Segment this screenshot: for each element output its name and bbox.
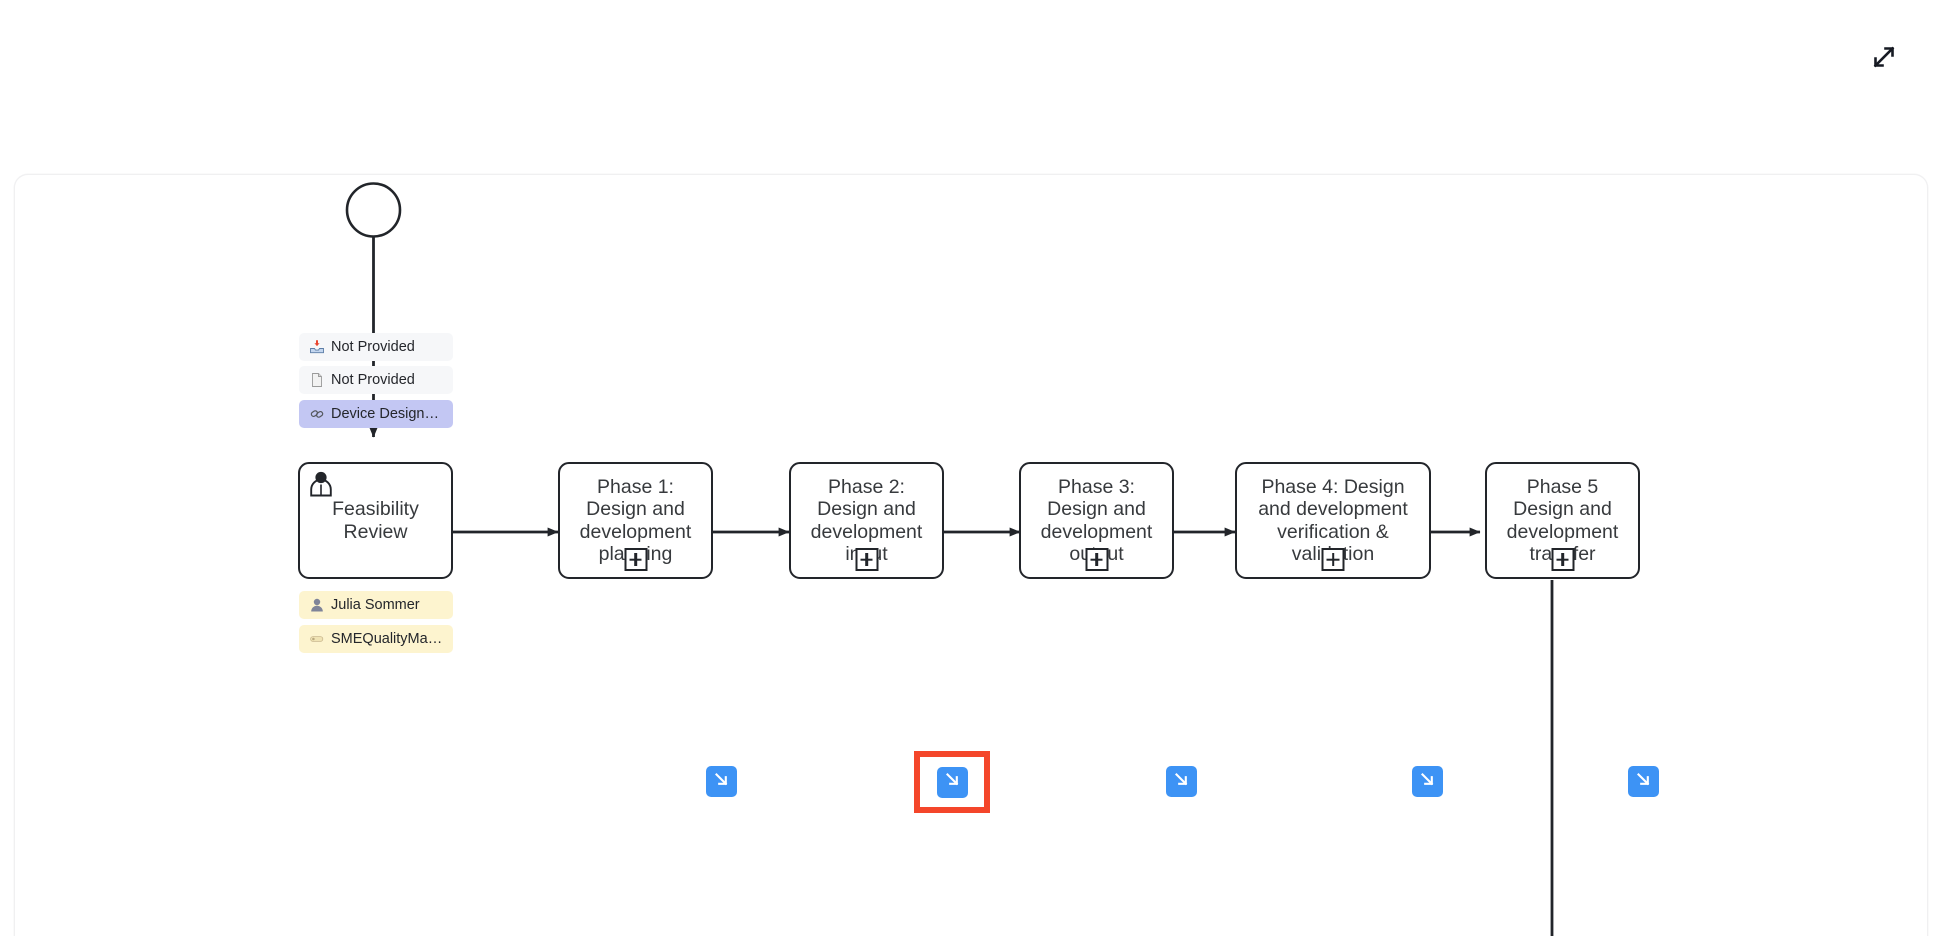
- task-label: Phase 4: Design and development verifica…: [1258, 475, 1408, 566]
- diagram-canvas[interactable]: Not Provided Not Provided Device: [14, 174, 1928, 936]
- task-phase-4[interactable]: Phase 4: Design and development verifica…: [1235, 462, 1431, 579]
- link-icon: [309, 406, 325, 422]
- document-icon: [309, 372, 325, 388]
- drill-down-button-phase-5[interactable]: [1628, 766, 1659, 797]
- task-phase-3[interactable]: Phase 3: Design and development output: [1019, 462, 1174, 579]
- top-toolbar: [0, 0, 1943, 172]
- task-phase-1[interactable]: Phase 1: Design and development planning: [558, 462, 713, 579]
- drill-down-button-phase-1[interactable]: [706, 766, 737, 797]
- arrow-down-right-icon: [1172, 770, 1191, 794]
- arrow-down-right-icon: [1418, 770, 1437, 794]
- arrow-down-right-icon: [1634, 770, 1653, 794]
- expand-diagram-button[interactable]: [1855, 30, 1913, 88]
- badge-assignee-julia-sommer[interactable]: Julia Sommer: [299, 591, 453, 619]
- badge-device-design-plan[interactable]: Device Design Pla...: [299, 400, 453, 428]
- person-icon: [309, 597, 325, 613]
- badge-input-not-provided[interactable]: Not Provided: [299, 333, 453, 361]
- arrow-down-right-icon: [712, 770, 731, 794]
- task-label: Feasibility Review: [332, 498, 419, 543]
- task-label: Phase 1: Design and development planning: [579, 475, 692, 566]
- subprocess-expand-marker-icon: [1551, 548, 1574, 571]
- badge-label: Not Provided: [331, 372, 415, 388]
- arrow-down-right-icon: [943, 770, 962, 794]
- task-feasibility-review[interactable]: Feasibility Review: [298, 462, 453, 579]
- subprocess-expand-marker-icon: [1085, 548, 1108, 571]
- tag-icon: [309, 631, 325, 647]
- task-phase-2[interactable]: Phase 2: Design and development input: [789, 462, 944, 579]
- connector-layer: [345, 182, 1554, 936]
- badge-document-not-provided[interactable]: Not Provided: [299, 366, 453, 394]
- subprocess-expand-marker-icon: [1321, 548, 1345, 571]
- task-label: Phase 3: Design and development output: [1040, 475, 1153, 566]
- inbox-input-icon: [309, 339, 325, 355]
- drill-down-button-phase-3[interactable]: [1166, 766, 1197, 797]
- drill-down-button-phase-4[interactable]: [1412, 766, 1443, 797]
- task-phase-5[interactable]: Phase 5 Design and development transfer: [1485, 462, 1640, 579]
- expand-arrows-icon: [1867, 40, 1901, 79]
- start-event-circle: [345, 182, 402, 238]
- subprocess-expand-marker-icon: [624, 548, 647, 571]
- person-icon: [307, 469, 335, 497]
- subprocess-expand-marker-icon: [855, 548, 878, 571]
- task-label: Phase 5 Design and development transfer: [1506, 475, 1619, 566]
- badge-label: Not Provided: [331, 339, 415, 355]
- badge-label: SMEQualityManage...: [331, 631, 443, 647]
- badge-label: Device Design Pla...: [331, 406, 443, 422]
- drill-down-button-phase-2[interactable]: [936, 766, 968, 798]
- drill-down-selection-highlight: [914, 751, 990, 813]
- badge-role-sme-quality-manager[interactable]: SMEQualityManage...: [299, 625, 453, 653]
- badge-label: Julia Sommer: [331, 597, 420, 613]
